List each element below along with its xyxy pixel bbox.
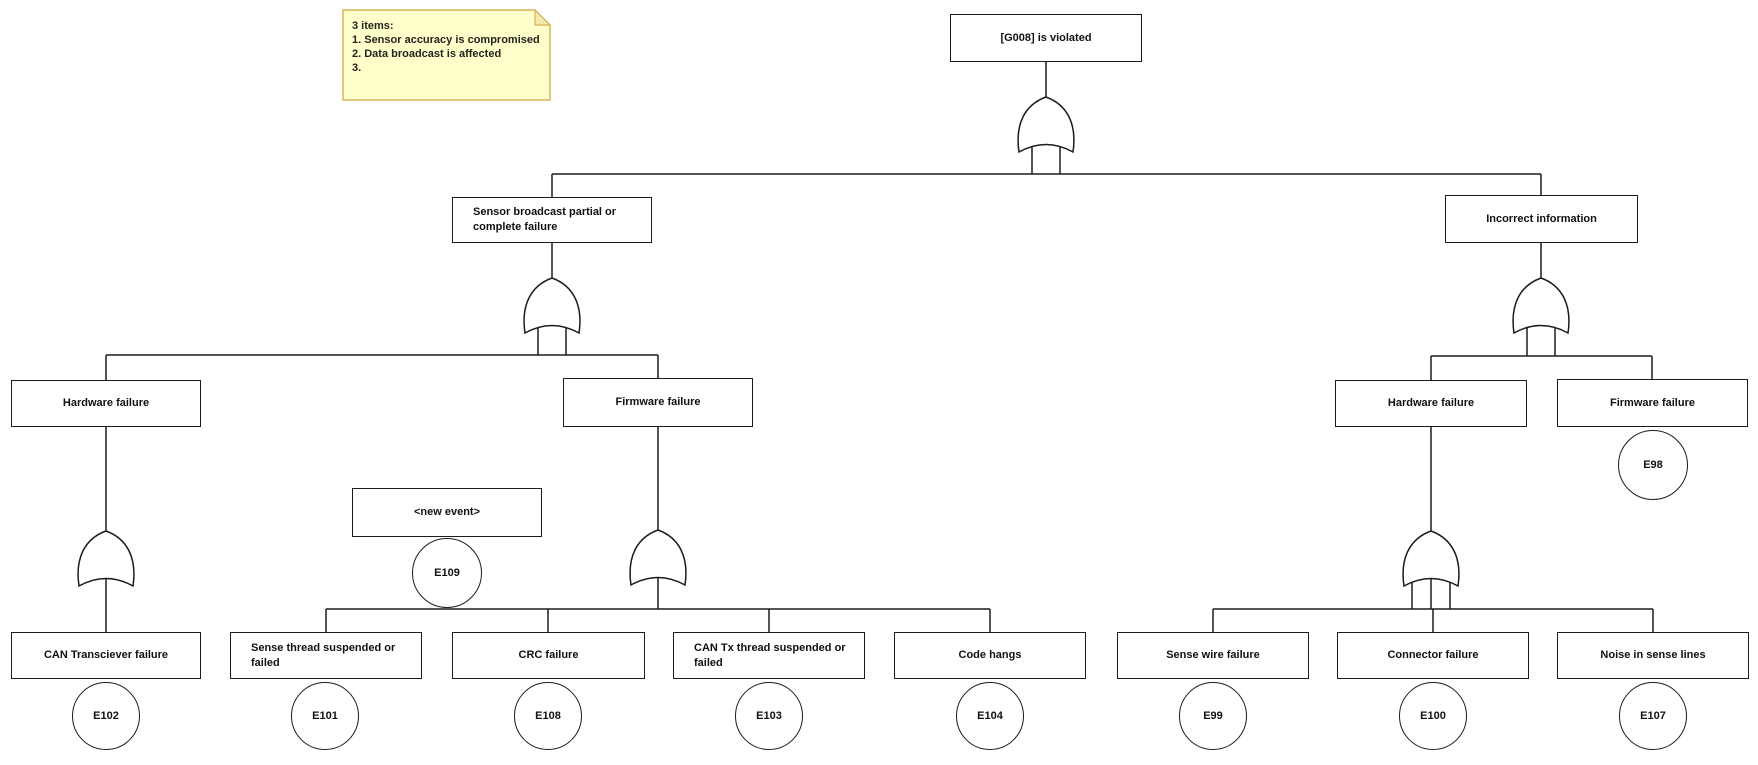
node-sense-wire-failure[interactable]: Sense wire failure — [1117, 632, 1309, 679]
note-line: 2. Data broadcast is affected — [352, 48, 502, 60]
node-firmware-failure-left[interactable]: Firmware failure — [563, 378, 753, 427]
event-e100[interactable]: E100 — [1399, 682, 1467, 750]
node-crc-failure[interactable]: CRC failure — [452, 632, 645, 679]
node-can-transciever-failure[interactable]: CAN Transciever failure — [11, 632, 201, 679]
or-gate-icon[interactable] — [1402, 530, 1460, 588]
connector-lines — [105, 62, 1654, 633]
note-fold-icon — [534, 8, 552, 26]
node-hardware-failure-left[interactable]: Hardware failure — [11, 380, 201, 427]
node-connector-failure[interactable]: Connector failure — [1337, 632, 1529, 679]
node-code-hangs[interactable]: Code hangs — [894, 632, 1086, 679]
event-e109[interactable]: E109 — [412, 538, 482, 608]
event-e104[interactable]: E104 — [956, 682, 1024, 750]
event-e98[interactable]: E98 — [1618, 430, 1688, 500]
node-new-event[interactable]: <new event> — [352, 488, 542, 537]
or-gate-icon[interactable] — [523, 277, 581, 335]
or-gate-icon[interactable] — [1512, 277, 1570, 335]
sticky-note[interactable] — [342, 8, 552, 101]
or-gate-icon[interactable] — [77, 530, 135, 588]
note-line: 3 items: — [352, 20, 394, 32]
event-e99[interactable]: E99 — [1179, 682, 1247, 750]
event-e103[interactable]: E103 — [735, 682, 803, 750]
node-sense-thread-suspended[interactable]: Sense thread suspended or failed — [230, 632, 422, 679]
node-firmware-failure-right[interactable]: Firmware failure — [1557, 379, 1748, 427]
sticky-note-text: 3 items: 1. Sensor accuracy is compromis… — [352, 19, 547, 75]
event-e108[interactable]: E108 — [514, 682, 582, 750]
node-incorrect-information[interactable]: Incorrect information — [1445, 195, 1638, 243]
node-noise-in-sense-lines[interactable]: Noise in sense lines — [1557, 632, 1749, 679]
event-e107[interactable]: E107 — [1619, 682, 1687, 750]
note-line: 3. — [352, 62, 362, 74]
or-gate-icon[interactable] — [1017, 96, 1075, 154]
event-e102[interactable]: E102 — [72, 682, 140, 750]
node-can-tx-thread-suspended[interactable]: CAN Tx thread suspended or failed — [673, 632, 865, 679]
note-line: 1. Sensor accuracy is compromised — [352, 34, 540, 46]
node-sensor-broadcast-failure[interactable]: Sensor broadcast partial or complete fai… — [452, 197, 652, 243]
or-gate-icon[interactable] — [629, 529, 687, 587]
sticky-note-body[interactable] — [342, 9, 551, 101]
event-e101[interactable]: E101 — [291, 682, 359, 750]
node-hardware-failure-right[interactable]: Hardware failure — [1335, 380, 1527, 427]
node-g008-top-event[interactable]: [G008] is violated — [950, 14, 1142, 62]
